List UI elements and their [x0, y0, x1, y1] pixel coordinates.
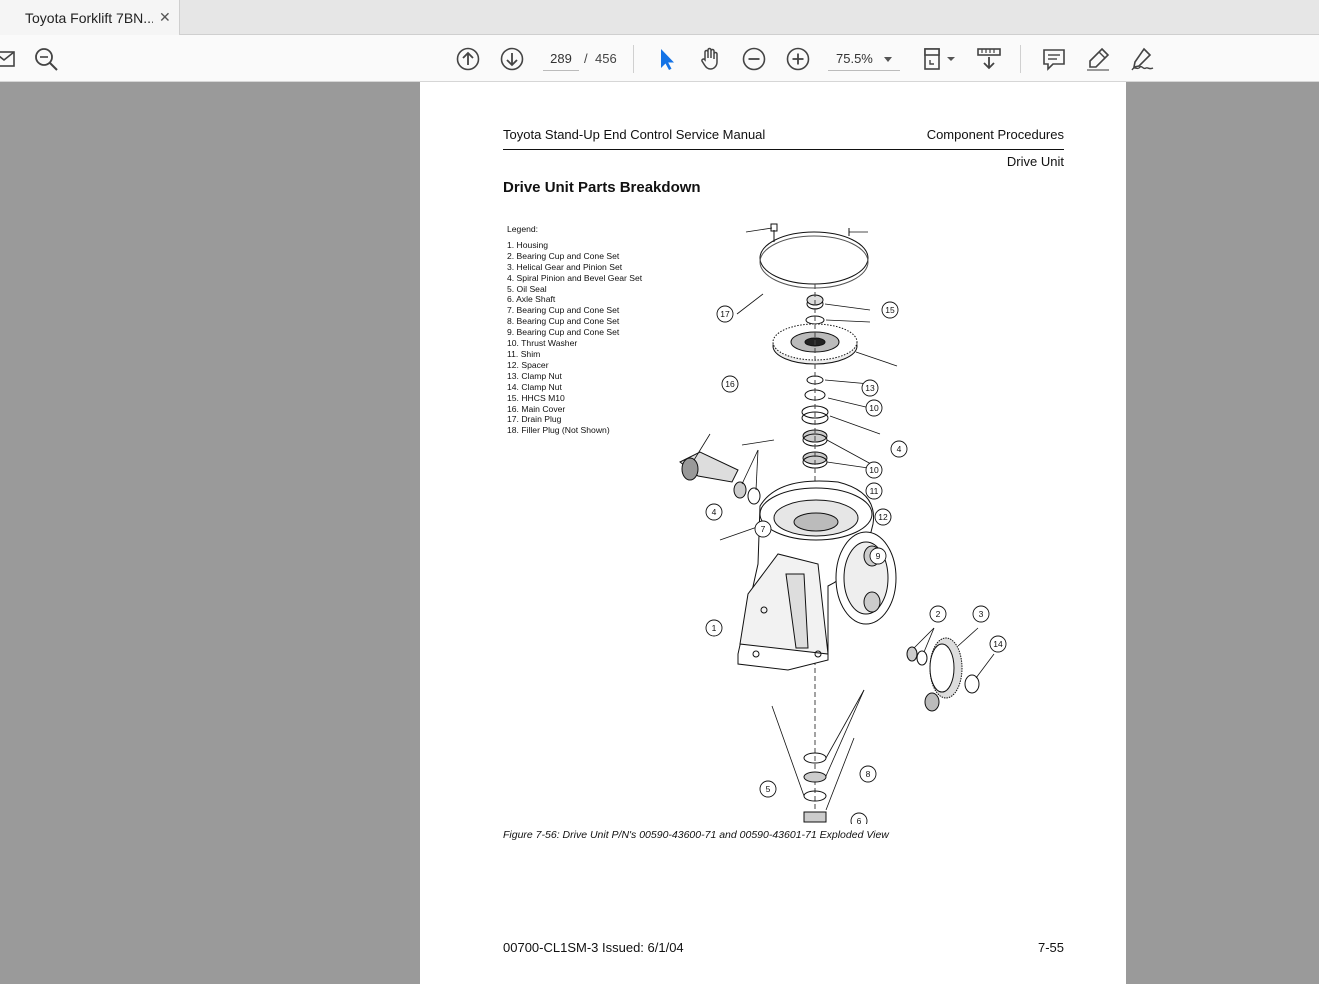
zoom-search-icon[interactable] — [32, 45, 60, 73]
legend-item: 7. Bearing Cup and Cone Set — [507, 305, 620, 316]
zoom-level-dropdown[interactable]: 75.5% — [828, 47, 900, 71]
next-page-icon[interactable] — [498, 45, 526, 73]
prev-page-icon[interactable] — [454, 45, 482, 73]
toolbar-divider — [633, 45, 634, 73]
legend-item: 4. Spiral Pinion and Bevel Gear Set — [507, 272, 643, 283]
legend-item: 13. Clamp Nut — [507, 370, 562, 381]
callout-label: 15 — [885, 305, 895, 315]
callout-label: 3 — [979, 609, 984, 619]
section-title: Drive Unit Parts Breakdown — [503, 179, 701, 196]
callout-label: 4 — [897, 444, 902, 454]
callout-label: 13 — [865, 383, 875, 393]
legend-item: 6. Axle Shaft — [507, 294, 556, 305]
legend-item: 2. Bearing Cup and Cone Set — [507, 250, 620, 261]
legend-item: 12. Spacer — [507, 359, 549, 370]
toolbar-divider — [1020, 45, 1021, 73]
callout-label: 4 — [712, 507, 717, 517]
legend-item: 5. Oil Seal — [507, 283, 547, 294]
footer-doc-number: 00700-CL1SM-3 Issued: 6/1/04 — [503, 940, 684, 955]
running-header-sub: Drive Unit — [1006, 154, 1064, 169]
legend-item: 17. Drain Plug — [507, 414, 562, 425]
exploded-view-drawing: 17 15 16 13 10 4 10 11 12 4 7 9 1 2 3 14… — [679, 223, 1007, 824]
zoom-out-icon[interactable] — [740, 45, 768, 73]
zoom-level-value: 75.5% — [836, 51, 873, 66]
legend-item: 10. Thrust Washer — [507, 338, 578, 349]
page-total: 456 — [595, 51, 617, 66]
highlight-pen-icon[interactable] — [1084, 45, 1112, 73]
toolbar: / 456 75.5% — [0, 35, 1319, 82]
legend-item: 14. Clamp Nut — [507, 381, 562, 392]
sign-icon[interactable] — [1128, 45, 1156, 73]
tab-title: Toyota Forklift 7BN... — [25, 9, 153, 26]
page-fit-icon[interactable] — [920, 45, 958, 73]
header-rule — [503, 149, 1064, 150]
legend-item: 15. HHCS M10 — [507, 392, 565, 403]
page-separator: / — [584, 51, 588, 66]
comment-icon[interactable] — [1040, 45, 1068, 73]
tab-close-icon[interactable]: ✕ — [159, 9, 171, 25]
legend-item: 1. Housing — [507, 239, 549, 250]
footer-page-number: 7-55 — [1037, 940, 1064, 955]
legend-title: Legend: — [507, 224, 539, 234]
mail-icon[interactable] — [0, 45, 20, 73]
legend-item: 11. Shim — [507, 348, 541, 359]
callout-label: 6 — [857, 816, 862, 824]
parts-legend: Legend: 1. Housing 2. Bearing Cup and Co… — [507, 224, 642, 436]
select-cursor-icon[interactable] — [652, 45, 680, 73]
callout-label: 5 — [766, 784, 771, 794]
callout-label: 14 — [993, 639, 1003, 649]
legend-item: 16. Main Cover — [507, 403, 566, 414]
page-number-input[interactable] — [543, 47, 579, 71]
chevron-down-icon — [884, 57, 892, 62]
callout-label: 8 — [866, 769, 871, 779]
legend-item: 9. Bearing Cup and Cone Set — [507, 327, 620, 338]
callout-label: 10 — [869, 403, 879, 413]
tab-bar: Toyota Forklift 7BN... ✕ — [0, 0, 1319, 35]
running-header-left: Toyota Stand-Up End Control Service Manu… — [503, 127, 766, 142]
scroll-mode-icon[interactable] — [975, 45, 1003, 73]
callout-label: 10 — [869, 465, 879, 475]
legend-item: 18. Filler Plug (Not Shown) — [507, 425, 610, 436]
callout-label: 1 — [712, 623, 717, 633]
callout-label: 11 — [870, 486, 879, 496]
callout-label: 12 — [878, 512, 888, 522]
callout-label: 2 — [936, 609, 941, 619]
callout-label: 16 — [725, 379, 735, 389]
zoom-in-icon[interactable] — [784, 45, 812, 73]
running-header-right: Component Procedures — [926, 127, 1064, 142]
legend-item: 3. Helical Gear and Pinion Set — [507, 261, 623, 272]
callout-label: 7 — [761, 524, 766, 534]
hand-tool-icon[interactable] — [696, 45, 724, 73]
legend-item: 8. Bearing Cup and Cone Set — [507, 316, 620, 327]
callout-label: 9 — [876, 551, 881, 561]
callout-label: 17 — [720, 309, 730, 319]
document-page: Toyota Stand-Up End Control Service Manu… — [420, 82, 1126, 984]
figure-caption: Figure 7-56: Drive Unit P/N's 00590-4360… — [503, 829, 889, 841]
document-tab[interactable]: Toyota Forklift 7BN... ✕ — [0, 0, 180, 35]
